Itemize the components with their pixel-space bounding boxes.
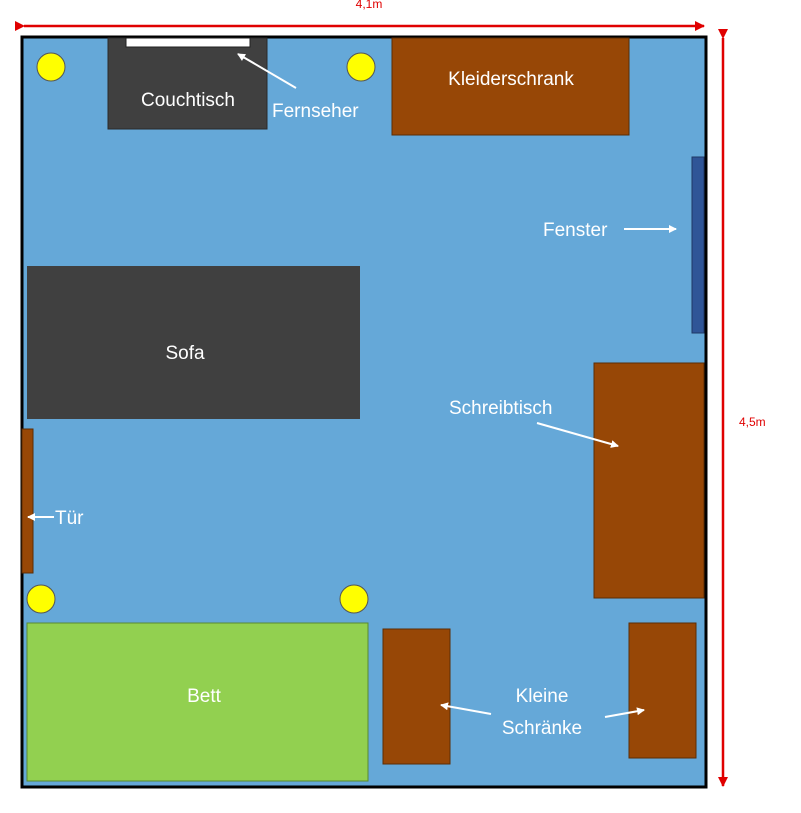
bett-label: Bett — [187, 686, 222, 707]
schreibtisch — [593, 362, 705, 599]
kleine-schraenke-label-line1: Kleine — [516, 686, 569, 707]
lamp-icon — [346, 52, 376, 82]
lamp-icon — [26, 584, 56, 614]
kleiner-schrank-links — [382, 628, 451, 765]
couchtisch-label: Couchtisch — [141, 90, 235, 111]
fenster — [691, 156, 705, 334]
couchtisch — [107, 37, 268, 130]
kleiner-schrank-rechts — [628, 622, 697, 759]
fernseher-arrow-icon — [237, 53, 297, 89]
sofa — [27, 266, 360, 419]
kleiderschrank-label: Kleiderschrank — [448, 69, 574, 90]
tuer-label: Tür — [55, 508, 84, 529]
width-dimension-label: 4,1m — [356, 0, 383, 11]
lamp-icon — [339, 584, 369, 614]
tuer — [21, 428, 34, 574]
height-dimension-label: 4,5m — [739, 415, 766, 429]
kleine-schraenke-arrow-right-icon — [604, 707, 645, 718]
schreibtisch-arrow-icon — [536, 422, 619, 448]
sofa-label: Sofa — [165, 343, 205, 364]
kleiderschrank — [391, 37, 630, 136]
lamp-icon — [36, 52, 66, 82]
kleine-schraenke-arrow-left-icon — [440, 702, 492, 715]
fernseher — [125, 37, 251, 48]
fenster-label: Fenster — [543, 220, 608, 241]
kleine-schraenke-label-line2: Schränke — [502, 718, 582, 739]
bett — [26, 622, 369, 782]
schreibtisch-label: Schreibtisch — [449, 398, 553, 419]
fernseher-label: Fernseher — [272, 101, 359, 122]
